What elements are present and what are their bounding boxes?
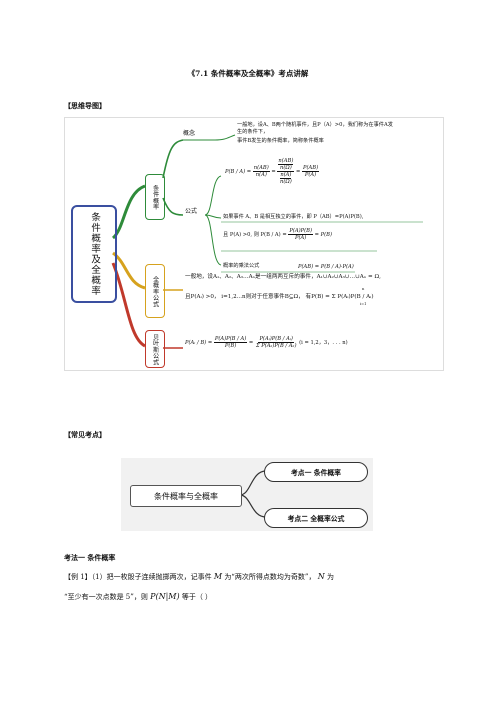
branch-conditional-probability-label: 条件概率 [151,184,159,210]
frac-prob-num: P(AB) [302,165,320,172]
point-two-box: 考点二 全概率公式 [264,508,368,528]
branch-total-probability: 全概率公式 [145,264,165,318]
example-line-2-b: 等于（ ） [181,593,213,601]
example-line-2-a: “至少有一次点数是 5”，则 [64,593,148,601]
concept-text-1: 一般地，设A、B两个随机事件，且P（A）>0，我们称为在事件A发 [237,122,393,128]
example-line-1: 【例 1】（1）把一枚骰子连续抛掷两次，记事件 M 为“两次所得点数均为奇数”，… [64,572,334,582]
points-diagram: 条件概率与全概率 考点一 条件概率 考点二 全概率公式 [121,458,373,531]
branch-conditional-probability: 条件概率 [145,174,165,220]
mind-map: 条件概率及全概率 条件概率 概念 一般地，设A、B两个随机事件，且P（A）>0，… [64,117,444,371]
multiplication-label: 概率的乘法公式 [223,263,260,269]
section-method1-heading: 考法一 条件概率 [64,553,116,562]
total-probability-line-1: 一般地，设A₁、A₂、A₃…Aₙ是一组两两互斥的事件，A₁∪A₂∪A₃∪…∪Aₙ… [185,274,381,280]
bayes-frac-2-den: Σ P(Aₖ)P(B / Aₖ) [255,343,297,349]
independent-frac: P(A)P(B) P(A) [288,228,313,241]
independent-frac-den: P(A) [295,235,307,241]
bayes-frac-1-num: P(A)P(B / A) [213,336,248,343]
nested-top-den: n(Ω) [280,165,292,171]
frac-count-num: n(AB) [252,165,270,172]
bayes-lhs: P(Aᵢ / B) = [185,340,213,346]
concept-text-2: 生的条件下， [237,129,269,135]
total-sum-upper: n [362,287,365,291]
bayes-range: (i = 1,2，3，. . . n) [299,340,348,346]
bayes-frac-1: P(A)P(B / A) P(B) [213,336,248,349]
frac-prob-den: P(A) [304,172,317,178]
total-sum-lower: i=1 [360,302,367,306]
total-probability-line-2: 且P(Aᵢ) >0， i=1,2...n则对于任意事件B⊆Ω， 有P(B) = … [185,294,374,300]
example-line-2: “至少有一次点数是 5”，则 P(N|M) 等于（ ） [64,592,212,602]
branch-bayes-label: 贝叶斯公式 [151,333,159,365]
point-one-box: 考点一 条件概率 [264,462,368,482]
example-expression: P(N|M) [150,592,180,601]
points-center-box: 条件概率与全概率 [130,485,242,507]
nested-top-num: n(AB) [278,158,294,165]
mind-map-connectors [111,134,423,349]
mind-map-root: 条件概率及全概率 [71,205,117,303]
section-common-heading: 【常见考点】 [64,430,106,439]
independent-formula: 且 P(A) >0, 则 P(B / A) = P(A)P(B) P(A) = … [223,228,332,241]
independent-formula-prefix: 且 P(A) >0, 则 P(B / A) = [223,232,287,238]
independent-frac-num: P(A)P(B) [288,228,313,235]
example-var-n: N [317,572,325,581]
bayes-frac-2: P(Aᵢ)P(B / Aᵢ) Σ P(Aₖ)P(B / Aₖ) [255,336,298,349]
bayes-formula: P(Aᵢ / B) = P(A)P(B / A) P(B) = P(Aᵢ)P(B… [185,336,348,349]
page-title: 《7.1 条件概率及全概率》考点讲解 [187,69,309,78]
branch-total-probability-label: 全概率公式 [151,275,159,307]
branch-bayes: 贝叶斯公式 [145,330,165,368]
example-line-1-b: 为“两次所得点数均为奇数”， [224,573,316,581]
root-label: 条件概率及全概率 [89,212,101,296]
bayes-frac-2-num: P(Aᵢ)P(B / Aᵢ) [258,336,294,343]
nested-bottom-num: n(A) [280,172,292,179]
conditional-frac-counts: n(AB) n(A) [252,165,270,178]
example-line-1-a: 【例 1】（1）把一枚骰子连续抛掷两次，记事件 [64,573,212,581]
conditional-frac-nested: n(AB) n(Ω) n(A) n(Ω) [277,158,295,185]
example-var-m: M [213,572,223,581]
nested-bottom-den: n(Ω) [280,179,292,185]
concept-label: 概念 [183,130,196,137]
conditional-formula-lhs: P(B / A) = [225,169,252,175]
concept-text-3: 事件B发生的条件概率，简称条件概率 [237,138,324,144]
bayes-frac-1-den: P(B) [224,343,237,349]
conditional-frac-probabilities: P(AB) P(A) [302,165,320,178]
independent-result: = P(B) [314,232,333,238]
points-diagram-connectors [239,470,267,518]
frac-count-den: n(A) [255,172,267,178]
section-mindmap-heading: 【思维导图】 [64,101,106,110]
conditional-formula: P(B / A) = n(AB) n(A) = n(AB) n(Ω) n(A) … [225,158,320,185]
formula-label: 公式 [185,208,198,215]
multiplication-formula: P(AB) = P(B / A)·P(A) [298,264,354,270]
independent-events-text: 如果事件 A、B 是相互独立的事件，即 P（AB）=P(A)P(B), [223,214,364,220]
example-line-1-c: 为 [326,573,334,581]
